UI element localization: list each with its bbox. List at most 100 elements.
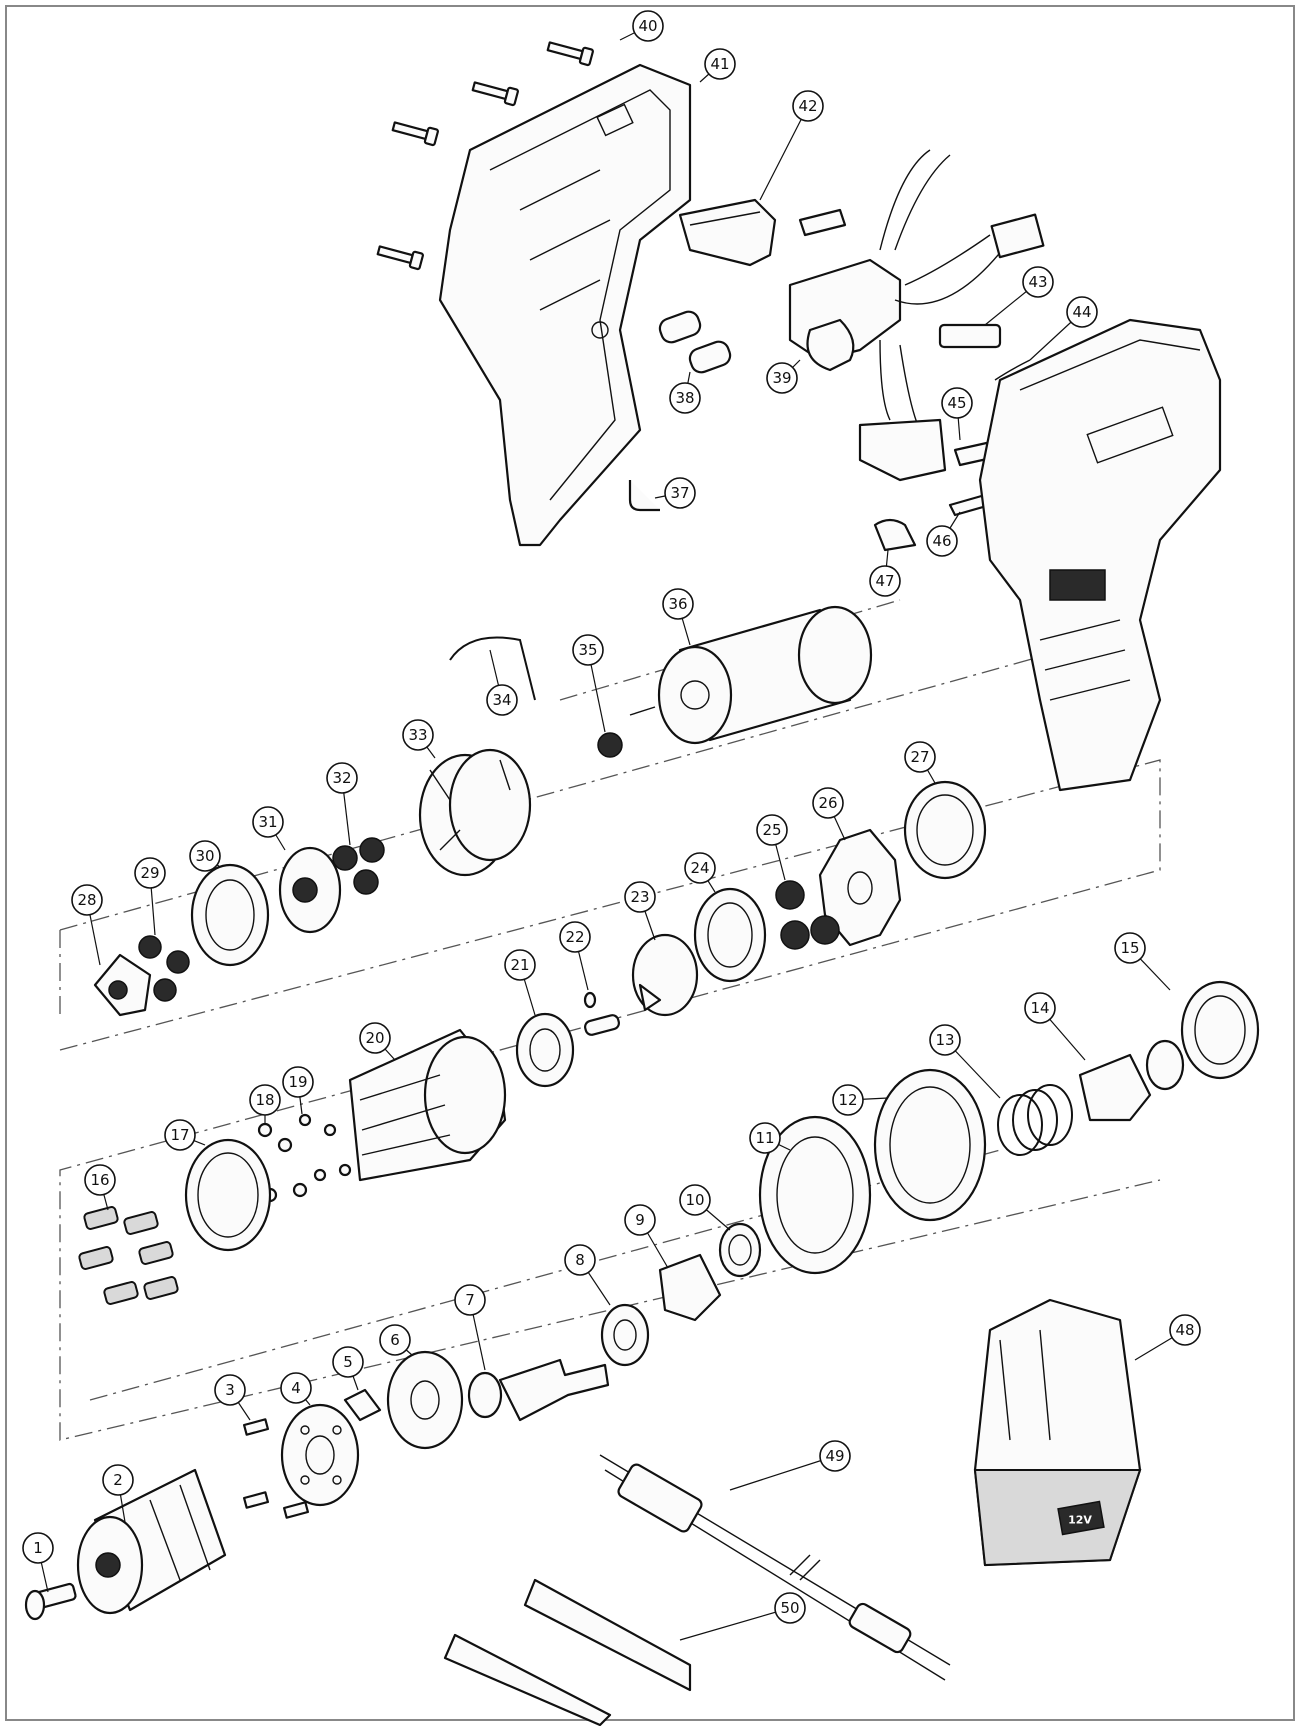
callout-circle-7 bbox=[454, 1284, 486, 1316]
callout-label-26: 26 bbox=[818, 794, 837, 812]
callout-label-14: 14 bbox=[1030, 999, 1049, 1017]
callout-label-43: 43 bbox=[1028, 273, 1047, 291]
gears-25 bbox=[775, 880, 840, 950]
callout-circle-42 bbox=[792, 90, 824, 122]
switch-assembly-39 bbox=[788, 149, 1045, 482]
callout-circle-20 bbox=[359, 1022, 391, 1054]
callout-circle-40 bbox=[632, 10, 664, 42]
callout-label-33: 33 bbox=[408, 726, 427, 744]
callout-circle-37 bbox=[664, 477, 696, 509]
callout-circle-28 bbox=[71, 884, 103, 916]
callout-label-13: 13 bbox=[935, 1031, 954, 1049]
part-14 bbox=[1078, 1053, 1152, 1122]
callout-label-49: 49 bbox=[825, 1447, 844, 1465]
callout-circle-45 bbox=[941, 387, 973, 419]
ring-21 bbox=[515, 1012, 575, 1088]
callout-label-16: 16 bbox=[90, 1171, 109, 1189]
callout-label-34: 34 bbox=[492, 691, 511, 709]
clip-9 bbox=[658, 1253, 722, 1322]
callout-label-19: 19 bbox=[288, 1073, 307, 1091]
callout-circle-15 bbox=[1114, 932, 1146, 964]
callout-label-42: 42 bbox=[798, 97, 817, 115]
screwdriver-bits-50 bbox=[443, 1578, 692, 1726]
callout-circle-9 bbox=[624, 1204, 656, 1236]
bearing-8 bbox=[600, 1303, 650, 1367]
carrier-31 bbox=[278, 846, 342, 934]
ring-17 bbox=[184, 1138, 272, 1252]
gears-29 bbox=[138, 935, 190, 1002]
callout-label-39: 39 bbox=[772, 369, 791, 387]
ring-gear-30 bbox=[190, 863, 270, 967]
callout-label-48: 48 bbox=[1175, 1321, 1194, 1339]
switch-cover-42 bbox=[678, 198, 777, 267]
motor-36 bbox=[629, 605, 873, 745]
callout-label-24: 24 bbox=[690, 859, 709, 877]
callout-label-20: 20 bbox=[365, 1029, 384, 1047]
torque-ring-11 bbox=[758, 1115, 872, 1275]
callout-label-46: 46 bbox=[932, 532, 951, 550]
callout-label-44: 44 bbox=[1072, 303, 1091, 321]
housing-right bbox=[978, 318, 1222, 792]
pin-22 bbox=[583, 991, 620, 1036]
spindle-7 bbox=[467, 1358, 610, 1422]
bearing-10 bbox=[718, 1222, 762, 1278]
callout-label-10: 10 bbox=[685, 1191, 704, 1209]
plate-26 bbox=[818, 828, 902, 947]
callout-label-41: 41 bbox=[710, 55, 729, 73]
callout-label-29: 29 bbox=[140, 864, 159, 882]
callout-circle-2 bbox=[102, 1464, 134, 1496]
callout-circle-39 bbox=[766, 362, 798, 394]
carrier-23 bbox=[631, 933, 699, 1017]
callout-label-30: 30 bbox=[195, 847, 214, 865]
callout-circle-43 bbox=[1022, 266, 1054, 298]
callout-label-11: 11 bbox=[755, 1129, 774, 1147]
collar-12 bbox=[873, 1068, 987, 1222]
callout-circle-49 bbox=[819, 1440, 851, 1472]
callout-leader-42 bbox=[759, 105, 809, 201]
callout-circle-50 bbox=[774, 1592, 806, 1624]
wire-clip-34 bbox=[449, 636, 536, 701]
callout-label-12: 12 bbox=[838, 1091, 857, 1109]
callout-circle-14 bbox=[1024, 992, 1056, 1024]
screws-40 bbox=[376, 41, 594, 271]
callout-label-1: 1 bbox=[33, 1539, 43, 1557]
callout-label-15: 15 bbox=[1120, 939, 1139, 957]
callout-label-2: 2 bbox=[113, 1471, 123, 1489]
part-15 bbox=[1180, 980, 1260, 1080]
spring-13 bbox=[997, 1084, 1073, 1156]
callout-label-17: 17 bbox=[170, 1126, 189, 1144]
callout-circle-21 bbox=[504, 949, 536, 981]
callout-label-50: 50 bbox=[780, 1599, 799, 1617]
callout-circle-35 bbox=[572, 634, 604, 666]
ring-27 bbox=[903, 780, 987, 880]
callout-label-31: 31 bbox=[258, 813, 277, 831]
callout-circle-4 bbox=[280, 1372, 312, 1404]
plate-6 bbox=[386, 1350, 464, 1450]
callout-label-32: 32 bbox=[332, 769, 351, 787]
callout-circle-31 bbox=[252, 806, 284, 838]
callout-circle-10 bbox=[679, 1184, 711, 1216]
callout-circle-26 bbox=[812, 787, 844, 819]
callout-label-3: 3 bbox=[225, 1381, 235, 1399]
callout-label-27: 27 bbox=[910, 748, 929, 766]
callout-label-5: 5 bbox=[343, 1353, 353, 1371]
callout-circle-41 bbox=[704, 48, 736, 80]
callout-circle-47 bbox=[869, 565, 901, 597]
plate-4 bbox=[280, 1403, 360, 1507]
housing-left-41 bbox=[438, 63, 692, 547]
pinion-35 bbox=[597, 732, 623, 758]
part-47 bbox=[873, 518, 917, 552]
balls-19 bbox=[298, 1113, 352, 1182]
callout-circle-5 bbox=[332, 1346, 364, 1378]
callout-label-4: 4 bbox=[291, 1379, 301, 1397]
clip-5 bbox=[343, 1388, 382, 1422]
callout-circle-36 bbox=[662, 588, 694, 620]
callout-circle-22 bbox=[559, 921, 591, 953]
callout-label-38: 38 bbox=[675, 389, 694, 407]
callout-label-37: 37 bbox=[670, 484, 689, 502]
callout-label-28: 28 bbox=[77, 891, 96, 909]
battery-48: 12V bbox=[973, 1298, 1142, 1567]
callout-label-45: 45 bbox=[947, 394, 966, 412]
callout-label-22: 22 bbox=[565, 928, 584, 946]
